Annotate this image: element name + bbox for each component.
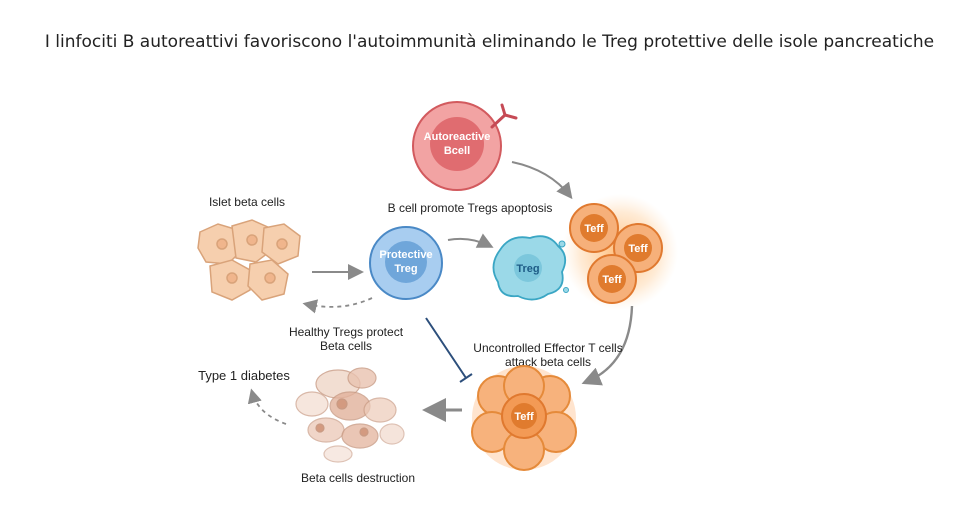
destruction-label: Beta cells destruction (301, 471, 415, 485)
protective-to-treg-arrow (447, 233, 494, 248)
protective-treg: Protective Treg (369, 226, 443, 300)
inhibition-line (425, 317, 467, 379)
islet-label: Islet beta cells (209, 195, 285, 209)
teff-cluster-label: Teff (514, 411, 534, 423)
teff-label-3: Teff (602, 274, 622, 286)
healthy-label-2: Beta cells (320, 339, 372, 353)
protect-dashed-arrow (302, 297, 373, 314)
teff-cluster: Teff (471, 365, 577, 471)
bcell-label-2: Bcell (444, 145, 470, 157)
islet-beta-cells (197, 219, 301, 301)
uncontrolled-label-1: Uncontrolled Effector T cells (473, 341, 622, 355)
protective-label-1: Protective (379, 249, 432, 261)
treg-label: Treg (516, 263, 539, 275)
apoptotic-treg: Treg (492, 235, 569, 301)
healthy-label-1: Healthy Tregs protect (289, 325, 404, 339)
teff-to-cluster-arrow (581, 305, 634, 386)
autoreactive-bcell: Autoreactive Bcell (412, 101, 518, 191)
teff-activated-group: Teff Teff Teff (562, 194, 678, 310)
diagram-title: I linfociti B autoreattivi favoriscono l… (44, 32, 935, 52)
t1d-label: Type 1 diabetes (198, 368, 290, 383)
b-promote-label: B cell promote Tregs apoptosis (388, 201, 553, 215)
teff-label-1: Teff (584, 223, 604, 235)
antibody-icon (490, 103, 518, 129)
destroyed-beta-cells (295, 367, 405, 463)
teff-label-2: Teff (628, 243, 648, 255)
destruction-to-t1d-arrow (247, 388, 287, 425)
inhibition-bar (459, 373, 473, 383)
bcell-to-teff-arrow (511, 161, 573, 200)
bcell-label-1: Autoreactive (424, 131, 491, 143)
protective-label-2: Treg (394, 263, 417, 275)
